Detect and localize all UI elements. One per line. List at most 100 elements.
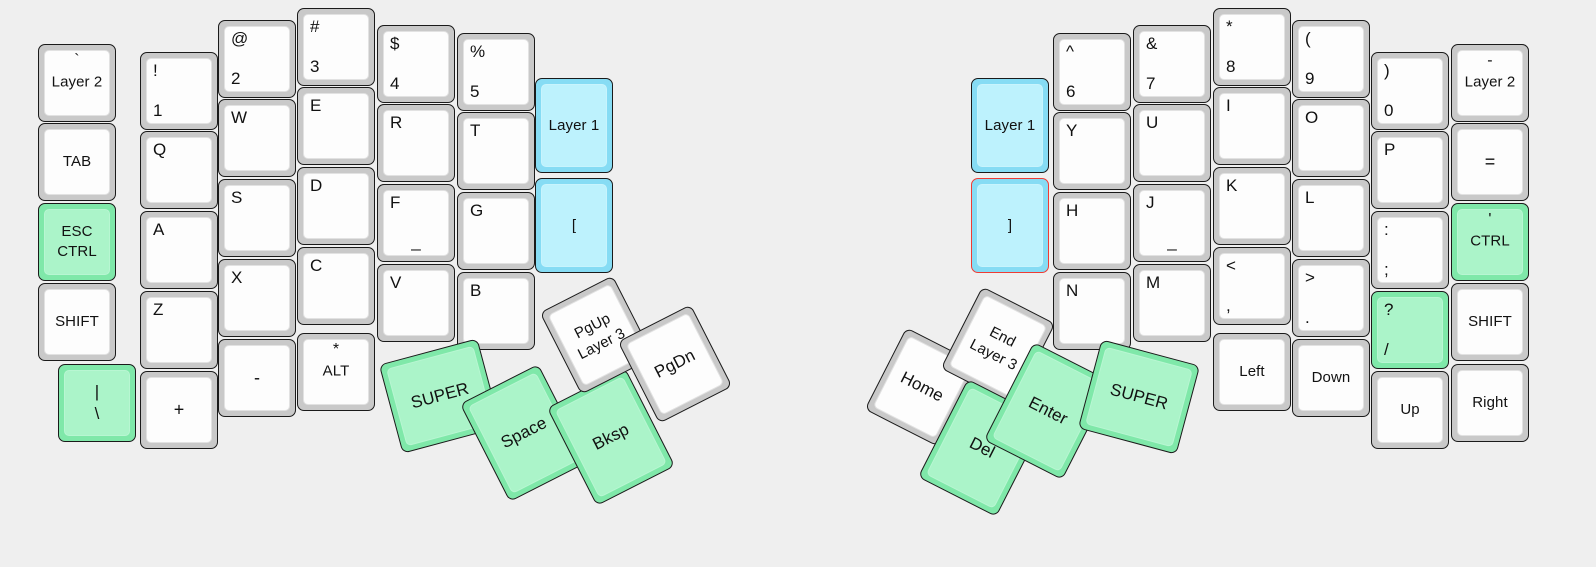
key-h[interactable]: H [1053,192,1131,270]
key-legend-base: Enter [1025,392,1071,429]
key-f[interactable]: F_ [377,184,455,262]
homing-bar-icon: _ [411,232,421,252]
key-r[interactable]: R [377,104,455,182]
key-legend-shifted: ' [1488,211,1492,228]
keycap: *8 [1219,14,1285,80]
key-down[interactable]: Down [1292,339,1370,417]
keycap: I [1219,93,1285,159]
key-key[interactable]: = [1451,123,1529,201]
keycap: Layer 1 [977,84,1043,167]
key-legend-base: T [470,121,481,140]
key-o[interactable]: O [1292,99,1370,177]
key-alt[interactable]: *ALT [297,333,375,411]
key-shift[interactable]: SHIFT [1451,283,1529,361]
key-8[interactable]: *8 [1213,8,1291,86]
key-9[interactable]: (9 [1292,20,1370,98]
key-4[interactable]: $4 [377,25,455,103]
key-key[interactable]: - [218,339,296,417]
key-tab[interactable]: TAB [38,123,116,201]
keycap: ^6 [1059,39,1125,105]
key-key[interactable]: |\ [58,364,136,442]
key-w[interactable]: W [218,99,296,177]
key-7[interactable]: &7 [1133,25,1211,103]
key-n[interactable]: N [1053,272,1131,350]
key-z[interactable]: Z [140,291,218,369]
key-legend-base: 9 [1305,69,1315,89]
key-q[interactable]: Q [140,131,218,209]
key-j[interactable]: J_ [1133,184,1211,262]
key-5[interactable]: %5 [457,33,535,111]
key-i[interactable]: I [1213,87,1291,165]
key-key[interactable]: <, [1213,247,1291,325]
key-legend-shifted: $ [390,34,400,53]
key-legend-base: C [310,256,323,275]
key-l[interactable]: L [1292,179,1370,257]
key-key[interactable]: + [140,371,218,449]
key-x[interactable]: X [218,259,296,337]
key-right[interactable]: Right [1451,364,1529,442]
key-up[interactable]: Up [1371,371,1449,449]
key-y[interactable]: Y [1053,112,1131,190]
key-legend-shifted: - [1487,52,1493,69]
key-3[interactable]: #3 [297,8,375,86]
keycap: Down [1298,345,1364,411]
key-key[interactable]: [ [535,178,613,273]
key-legend-base: Right [1472,394,1508,412]
key-layer-1[interactable]: Layer 1 [535,78,613,173]
key-e[interactable]: E [297,87,375,165]
key-layer-2[interactable]: -Layer 2 [1451,44,1529,122]
key-k[interactable]: K [1213,167,1291,245]
key-v[interactable]: V [377,264,455,342]
keycap: Y [1059,118,1125,184]
key-super[interactable]: SUPER [1077,339,1201,455]
key-legend-shifted: % [470,42,486,61]
key-left[interactable]: Left [1213,333,1291,411]
keycap: F_ [383,190,449,256]
key-layer-2[interactable]: `Layer 2 [38,44,116,122]
key-g[interactable]: G [457,192,535,270]
keycap: Q [146,137,212,203]
key-legend-shifted: * [332,341,340,358]
key-key[interactable]: ] [971,178,1049,273]
key-legend-shifted: * [1226,17,1233,36]
key-key[interactable]: :; [1371,211,1449,289]
key-legend-base: Bksp [589,419,633,454]
key-legend-base: [ [571,216,577,234]
key-s[interactable]: S [218,179,296,257]
key-legend-shifted: @ [231,29,249,48]
key-p[interactable]: P [1371,131,1449,209]
key-legend-base: N [1066,281,1079,300]
key-legend-base: I [1226,96,1231,115]
key-legend-base: PgDn [651,345,699,382]
key-a[interactable]: A [140,211,218,289]
key-legend-base: \ [94,404,100,423]
key-legend-base: Z [153,300,164,319]
key-legend-base: 4 [390,74,400,94]
keycap: O [1298,105,1364,171]
key-m[interactable]: M [1133,264,1211,342]
key-legend-base: SUPER [1108,379,1171,414]
key-legend-base: 0 [1384,101,1394,121]
key-key[interactable]: >. [1292,259,1370,337]
key-0[interactable]: )0 [1371,52,1449,130]
key-legend-base: 3 [310,57,320,77]
key-2[interactable]: @2 [218,20,296,98]
key-legend-base: B [470,281,482,300]
key-t[interactable]: T [457,112,535,190]
key-shift[interactable]: SHIFT [38,283,116,361]
keycap: H [1059,198,1125,264]
key-u[interactable]: U [1133,104,1211,182]
key-b[interactable]: B [457,272,535,350]
keycap: N [1059,278,1125,344]
key-6[interactable]: ^6 [1053,33,1131,111]
key-layer-1[interactable]: Layer 1 [971,78,1049,173]
keycap: Z [146,297,212,363]
key-key[interactable]: ?/ [1371,291,1449,369]
key-1[interactable]: !1 [140,52,218,130]
key-c[interactable]: C [297,247,375,325]
key-d[interactable]: D [297,167,375,245]
key-ctrl[interactable]: 'CTRL [1451,203,1529,281]
